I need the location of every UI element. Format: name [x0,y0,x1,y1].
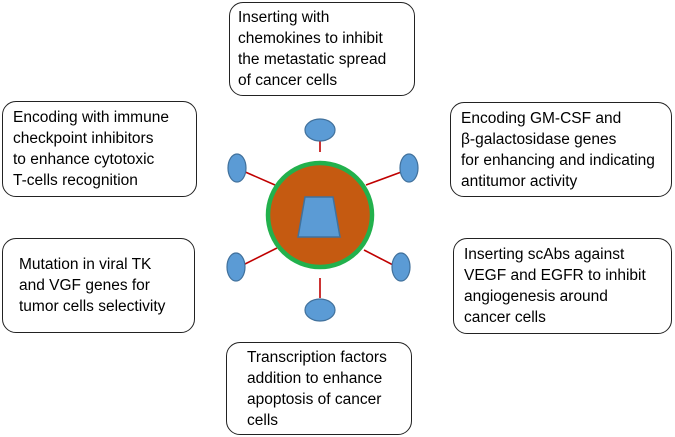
spike-upper-left [242,170,276,186]
box-line: apoptosis of cancer [247,390,382,408]
box-line: antitumor activity [461,172,578,190]
box-line: VEGF and EGFR to inhibit [464,267,646,284]
box-line: Inserting with [238,9,330,26]
box-line: to enhance cytotoxic [13,151,155,168]
spike-upper-right [365,170,405,186]
spike-lower-right [363,249,396,267]
box-line: Encoding with immune [13,109,169,126]
box-line: Encoding GM-CSF and [461,109,622,127]
spike-lower-left [242,247,278,266]
box-line: addition to enhance [247,369,383,387]
box-line: cancer cells [464,309,546,326]
knob-lower-left [226,252,246,282]
knob-top [304,118,336,142]
box-line: β-galactosidase genes [461,130,617,148]
box-line: cells [247,411,279,429]
box-line: the metastatic spread [238,51,387,68]
box-line: Inserting scAbs against [464,246,625,263]
box-transcription-factors: Transcription factors addition to enhanc… [226,342,412,435]
box-line: T-cells recognition [13,172,138,189]
box-viral-tk-mutation: Mutation in viral TK and VGF genes for t… [2,238,195,333]
box-line: checkpoint inhibitors [13,130,154,147]
box-immune-checkpoint: Encoding with immune checkpoint inhibito… [2,101,197,197]
box-line: Mutation in viral TK [19,256,152,273]
box-line: for enhancing and indicating [461,151,655,169]
box-line: of cancer cells [238,72,338,89]
core-trapezoid-icon [297,196,341,238]
box-line: tumor cells selectivity [19,298,166,315]
box-line: Transcription factors [247,348,387,366]
box-gm-csf: Encoding GM-CSF and β-galactosidase gene… [450,102,672,197]
box-line: and VGF genes for [19,277,150,294]
box-line: angiogenesis around [464,288,608,305]
box-scabs: Inserting scAbs against VEGF and EGFR to… [453,238,672,334]
box-line: chemokines to inhibit [238,30,383,47]
knob-upper-right [399,153,419,183]
box-chemokines: Inserting with chemokines to inhibit the… [229,2,415,96]
knob-upper-left [227,153,247,183]
knob-lower-right [391,252,411,282]
knob-bottom [304,298,336,322]
